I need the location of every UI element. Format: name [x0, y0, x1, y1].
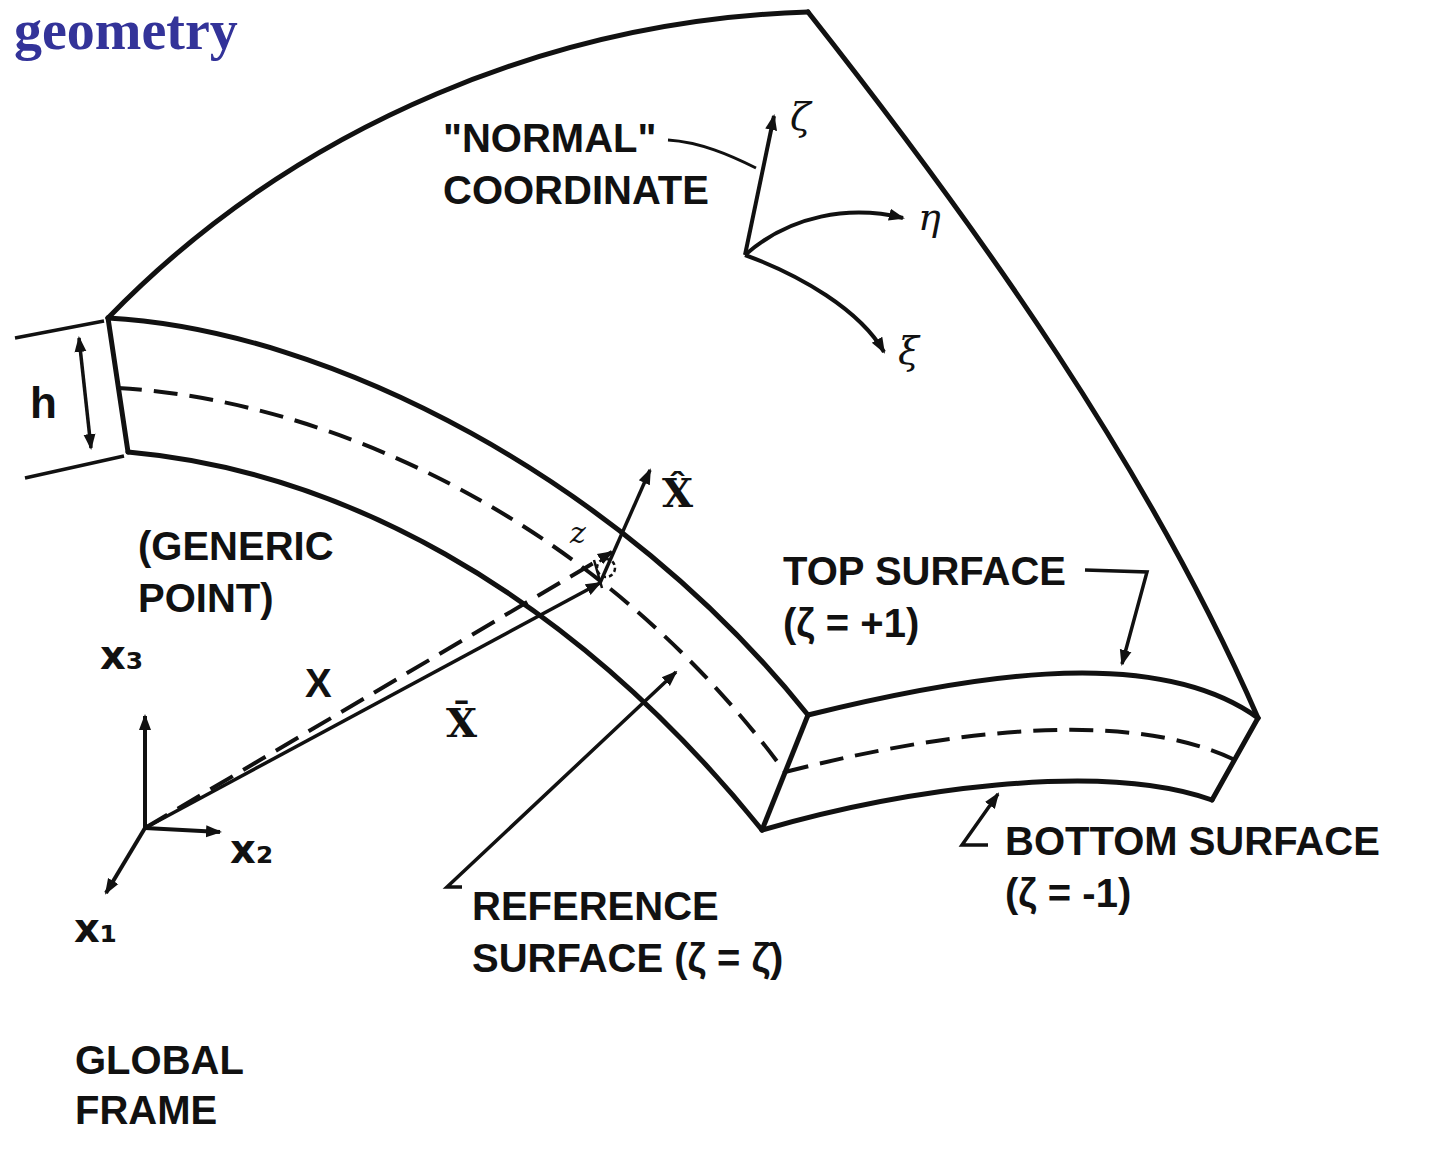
callout-label: (GENERIC POINT) [138, 520, 368, 624]
axis-label: x₃ [100, 632, 143, 678]
vector-label: X̂ [662, 470, 693, 516]
frame-label: GLOBAL FRAME [75, 1035, 290, 1135]
callout-label: REFERENCE SURFACE (ζ = ζ̄) [472, 880, 802, 984]
dimension-label: z [570, 516, 586, 551]
diagram-title: geometry [14, 2, 238, 58]
vector-label: X [305, 660, 332, 706]
callout-label: BOTTOM SURFACE (ζ = -1) [1005, 815, 1405, 919]
axis-label: ζ [790, 96, 811, 140]
callout-label: "NORMAL" COORDINATE [443, 112, 743, 216]
callout-label: TOP SURFACE (ζ = +1) [783, 545, 1088, 649]
axis-label: x₁ [74, 905, 117, 951]
axis-label: ξ [898, 330, 919, 374]
axis-label: x₂ [230, 826, 273, 872]
dimension-label: h [30, 378, 57, 429]
vector-label: X̄ [446, 700, 477, 746]
axis-label: η [918, 196, 941, 240]
